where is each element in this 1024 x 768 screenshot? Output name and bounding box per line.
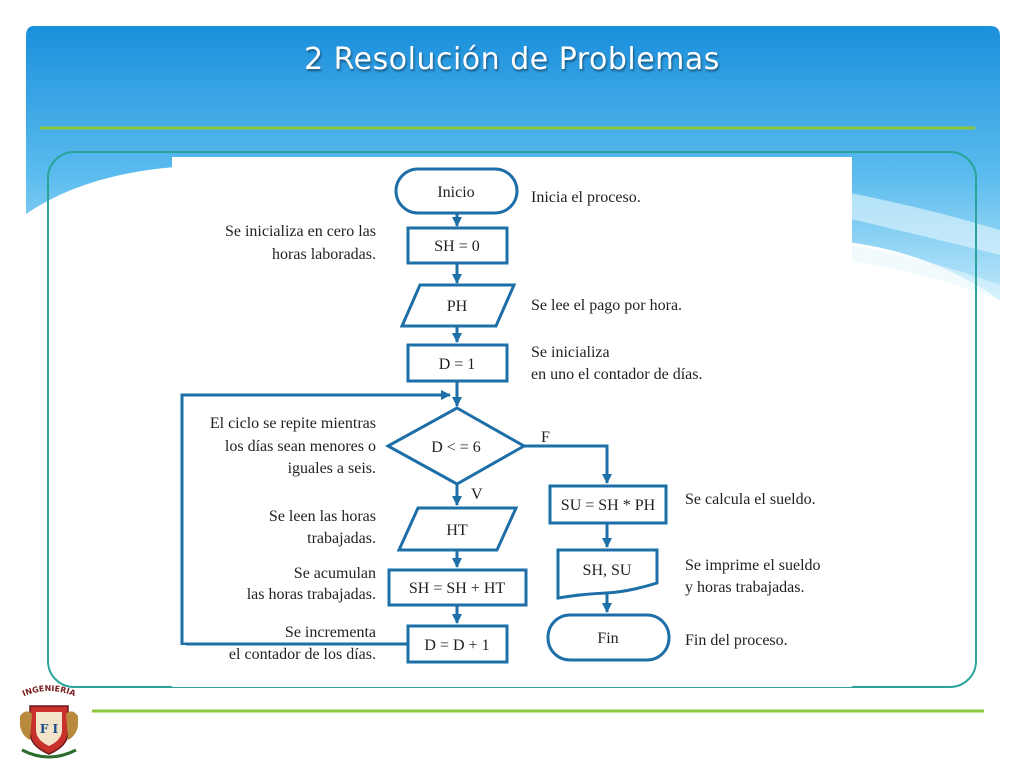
calc-su-process bbox=[548, 484, 668, 525]
decision-label: D < = 6 bbox=[431, 439, 481, 456]
faculty-logo: INGENIERIA F I bbox=[20, 684, 78, 759]
logo-text: INGENIERIA bbox=[21, 684, 78, 698]
annotation-loop-line3: iguales a seis. bbox=[288, 460, 376, 477]
annotation-end: Fin del proceso. bbox=[685, 632, 788, 649]
init-d-label: D = 1 bbox=[439, 356, 476, 373]
annotation-read-ht-line2: trabajadas. bbox=[307, 530, 376, 547]
annotation-loop-line1: El ciclo se repite mientras bbox=[210, 415, 376, 432]
print-label: SH, SU bbox=[583, 562, 632, 579]
read-ph-label: PH bbox=[447, 298, 468, 315]
annotation-print-line1: Se imprime el sueldo bbox=[685, 557, 821, 574]
content-frame bbox=[47, 151, 977, 688]
init-sh-label: SH = 0 bbox=[434, 238, 479, 255]
read-ph-input bbox=[399, 283, 517, 328]
annotation-init-d-line1: Se inicializa bbox=[531, 344, 610, 361]
calc-su-label: SU = SH * PH bbox=[561, 497, 656, 514]
annotation-read-ph: Se lee el pago por hora. bbox=[531, 297, 682, 314]
annotation-increment-line1: Se incrementa bbox=[285, 624, 376, 641]
edge-label-false: F bbox=[541, 429, 550, 446]
annotation-calc-su: Se calcula el sueldo. bbox=[685, 491, 816, 508]
svg-text:INGENIERIA: INGENIERIA bbox=[21, 684, 78, 698]
init-sh-process bbox=[406, 226, 509, 265]
increment-process bbox=[406, 624, 509, 664]
annotation-init-sh-line1: Se inicializa en cero las bbox=[225, 223, 376, 240]
annotation-init-sh-line2: horas laboradas. bbox=[272, 246, 376, 263]
annotation-start: Inicia el proceso. bbox=[531, 189, 641, 206]
connector-decision-false bbox=[524, 444, 612, 484]
end-terminal-label: Fin bbox=[597, 630, 618, 647]
accumulate-process bbox=[387, 568, 528, 607]
decision-diamond bbox=[384, 406, 528, 486]
edge-label-true: V bbox=[471, 486, 483, 503]
end-terminal bbox=[546, 613, 671, 662]
start-terminal-label: Inicio bbox=[437, 184, 474, 201]
annotation-accumulate-line1: Se acumulan bbox=[294, 565, 376, 582]
read-ht-input bbox=[396, 506, 519, 552]
annotation-increment-line2: el contador de los días. bbox=[229, 646, 376, 663]
read-ht-label: HT bbox=[446, 522, 468, 539]
increment-label: D = D + 1 bbox=[424, 637, 489, 654]
banner-swoosh bbox=[820, 240, 1000, 300]
print-document bbox=[556, 548, 659, 600]
annotation-print-line2: y horas trabajadas. bbox=[685, 579, 805, 596]
annotation-init-d-line2: en uno el contador de días. bbox=[531, 366, 703, 383]
logo-emblem-letters: F I bbox=[40, 722, 59, 736]
annotation-loop-line2: los días sean menores o bbox=[225, 438, 376, 455]
annotation-accumulate-line2: las horas trabajadas. bbox=[247, 586, 376, 603]
start-terminal bbox=[394, 167, 519, 215]
accumulate-label: SH = SH + HT bbox=[409, 580, 506, 597]
annotation-read-ht-line1: Se leen las horas bbox=[269, 508, 376, 525]
slide-title: 2 Resolución de Problemas bbox=[304, 42, 720, 77]
init-d-process bbox=[406, 343, 509, 383]
